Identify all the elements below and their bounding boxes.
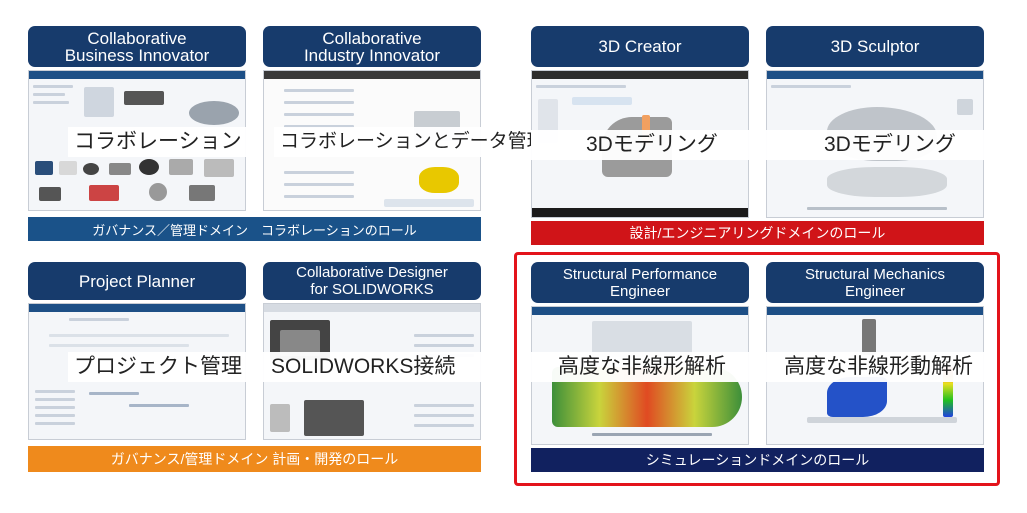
caption-industry-innovator: コラボレーションとデータ管理 <box>274 127 546 157</box>
role-title-collaborative-designer: Collaborative Designer for SOLIDWORKS <box>263 262 481 300</box>
banner-governance-collaboration: ガバナンス／管理ドメイン コラボレーションのロール <box>28 217 481 241</box>
caption-collaborative-designer: SOLIDWORKS接続 <box>263 352 481 382</box>
role-title-3d-sculptor: 3D Sculptor <box>766 26 984 67</box>
caption-3d-sculptor: 3Dモデリング <box>766 130 984 160</box>
banner-simulation: シミュレーションドメインのロール <box>531 448 984 472</box>
role-title-business-innovator: Collaborative Business Innovator <box>28 26 246 67</box>
caption-structural-performance: 高度な非線形解析 <box>531 352 749 382</box>
banner-governance-planning: ガバナンス/管理ドメイン 計画・開発のロール <box>28 446 481 472</box>
highlight-frame-simulation <box>514 252 1000 486</box>
banner-design-engineering: 設計/エンジニアリングドメインのロール <box>531 221 984 245</box>
role-title-project-planner: Project Planner <box>28 262 246 300</box>
caption-project-planner: プロジェクト管理 <box>68 352 246 382</box>
role-title-3d-creator: 3D Creator <box>531 26 749 67</box>
caption-structural-mechanics: 高度な非線形動解析 <box>766 352 984 382</box>
role-title-industry-innovator: Collaborative Industry Innovator <box>263 26 481 67</box>
caption-business-innovator: コラボレーション <box>68 127 246 157</box>
role-title-structural-performance: Structural Performance Engineer <box>531 262 749 303</box>
role-title-structural-mechanics: Structural Mechanics Engineer <box>766 262 984 303</box>
caption-3d-creator: 3Dモデリング <box>531 130 749 160</box>
